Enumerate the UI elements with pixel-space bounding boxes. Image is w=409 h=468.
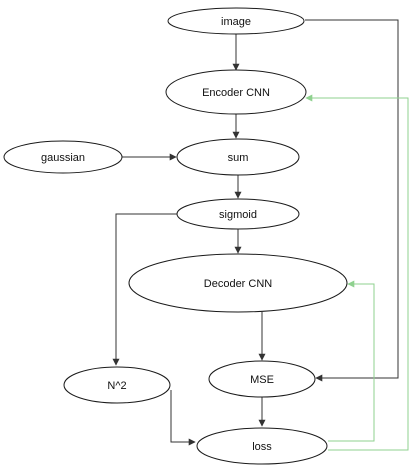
node-sigmoid: sigmoid — [176, 198, 300, 230]
node-encoder-cnn-label: Encoder CNN — [202, 87, 270, 99]
node-n2: N^2 — [63, 366, 171, 404]
node-sum-label: sum — [228, 152, 249, 164]
edge-sigmoid-to-n2 — [112, 213, 177, 366]
edge-loss-to-encoder-feedback — [305, 94, 409, 451]
node-gaussian: gaussian — [3, 140, 123, 174]
node-sum: sum — [176, 138, 300, 176]
node-decoder-cnn: Decoder CNN — [128, 253, 348, 313]
node-loss: loss — [196, 427, 328, 465]
edge-n2-to-loss — [170, 390, 196, 446]
node-gaussian-label: gaussian — [41, 152, 85, 164]
node-sigmoid-label: sigmoid — [219, 209, 257, 221]
node-mse-label: MSE — [250, 374, 274, 386]
node-loss-label: loss — [252, 441, 272, 453]
edge-image-to-mse — [305, 19, 399, 382]
node-decoder-cnn-label: Decoder CNN — [204, 278, 273, 290]
node-encoder-cnn: Encoder CNN — [165, 69, 307, 115]
node-image-label: image — [221, 16, 251, 28]
edge-loss-to-decoder-feedback — [328, 280, 375, 442]
node-image: image — [167, 7, 305, 35]
edges-group — [112, 19, 409, 451]
node-n2-label: N^2 — [107, 380, 126, 392]
node-mse: MSE — [208, 360, 316, 398]
